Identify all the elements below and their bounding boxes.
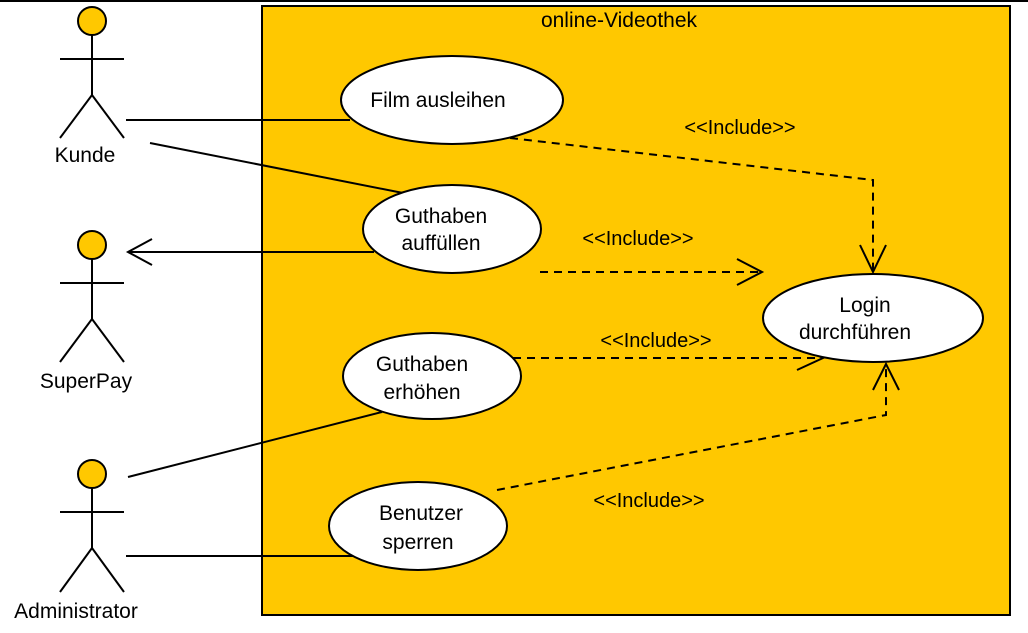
actor-head [77,6,107,36]
actor-kunde [59,6,125,139]
actor-superpay [59,230,125,363]
actor-label-administrator: Administrator [14,600,138,623]
include-label-erhoehen: <<Include>> [600,330,711,352]
svg-text:Guthaben: Guthaben [395,205,487,228]
include-label-guthaben: <<Include>> [582,228,693,250]
svg-text:durchführen: durchführen [799,321,911,344]
svg-text:auffüllen: auffüllen [401,232,480,255]
actor-head [77,459,107,489]
use-case-film-ausleihen: Film ausleihen [340,55,564,145]
system-title: online-Videothek [541,9,698,32]
use-case-guthaben-erhoehen: Guthaben erhöhen [342,332,522,420]
assoc-admin-erhoehen [127,411,383,478]
include-label-film: <<Include>> [684,117,795,139]
actor-label-superpay: SuperPay [40,370,133,393]
include-guthaben-login [540,258,765,286]
actor-administrator [59,459,125,593]
use-case-benutzer-sperren: Benutzer sperren [328,481,508,571]
use-case-login: Login durchführen [762,273,984,363]
svg-text:Film ausleihen: Film ausleihen [370,89,505,112]
svg-text:Guthaben: Guthaben [376,353,468,376]
include-label-sperren: <<Include>> [593,490,704,512]
actor-head [77,230,107,260]
svg-text:sperren: sperren [382,531,453,554]
use-case-guthaben-auffuellen: Guthaben auffüllen [362,184,542,274]
svg-text:Benutzer: Benutzer [379,502,463,525]
assoc-kunde-guthaben [149,142,404,194]
arrowhead-superpay [125,238,153,266]
include-sperren-login [496,361,900,491]
include-film-login [509,137,887,275]
actor-label-kunde: Kunde [55,144,116,167]
svg-text:erhöhen: erhöhen [383,381,460,404]
svg-text:Login: Login [839,294,890,317]
